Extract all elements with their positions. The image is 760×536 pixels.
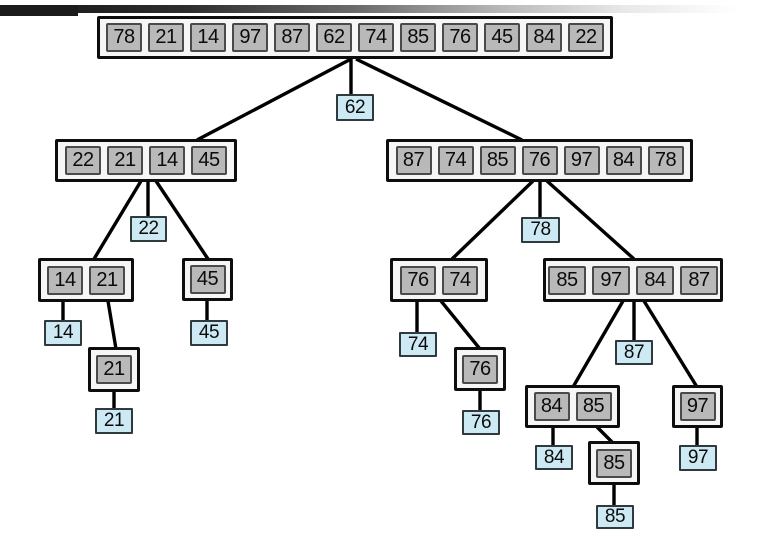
- node-14-21-array: 14 21: [38, 258, 134, 302]
- array-cell: 97: [232, 23, 268, 52]
- pivot-node-84: 84: [535, 445, 573, 470]
- array-cell: 74: [437, 146, 474, 175]
- node-76-array: 76: [454, 347, 506, 391]
- edge-r2b-left: [571, 300, 625, 388]
- node-21-array: 21: [88, 347, 140, 392]
- edge-root-left: [196, 57, 352, 142]
- array-cell: 21: [96, 355, 132, 384]
- node-76-74-array: 76 74: [390, 258, 488, 302]
- array-cell: 85: [479, 146, 516, 175]
- array-cell: 45: [191, 146, 227, 175]
- array-cell: 97: [592, 265, 630, 295]
- edge-r2b-right: [642, 300, 699, 388]
- array-cell: 74: [358, 23, 394, 52]
- array-cell: 22: [568, 23, 604, 52]
- array-cell: 76: [400, 265, 436, 295]
- array-cell: 14: [190, 23, 226, 52]
- array-cell: 45: [484, 23, 520, 52]
- node-85-97-84-87-array: 85 97 84 87: [543, 258, 723, 302]
- edge-r3b-right: [595, 425, 615, 445]
- node-right-array: 87 74 85 76 97 84 78: [386, 139, 693, 182]
- edge-l1-left: [92, 180, 143, 260]
- array-cell: 84: [533, 392, 570, 421]
- node-97-array: 97: [672, 385, 723, 428]
- slide-top-gradient-bar: [0, 5, 760, 13]
- pivot-node-74: 74: [399, 332, 437, 357]
- edge-r2a-right: [439, 299, 482, 351]
- edge-r1-right: [545, 179, 636, 261]
- array-cell: 85: [548, 265, 586, 295]
- array-cell: 78: [647, 146, 684, 175]
- array-cell: 97: [563, 146, 600, 175]
- array-cell: 14: [149, 146, 185, 175]
- node-85-array: 85: [588, 441, 640, 485]
- pivot-node-14: 14: [44, 320, 82, 346]
- array-cell: 85: [575, 392, 612, 421]
- array-cell: 85: [596, 448, 632, 478]
- pivot-node-21: 21: [95, 408, 133, 434]
- node-84-85-array: 84 85: [525, 385, 620, 428]
- array-cell: 21: [148, 23, 184, 52]
- node-root-array: 78 21 14 97 87 62 74 85 76 45 84 22: [97, 16, 613, 59]
- edge-l2a-right: [106, 300, 118, 350]
- array-cell: 45: [189, 265, 226, 294]
- array-cell: 84: [526, 23, 562, 52]
- pivot-node-97: 97: [679, 445, 717, 471]
- pivot-node-45: 45: [190, 320, 228, 346]
- pivot-node-78: 78: [521, 217, 560, 243]
- edge-l1-right: [154, 180, 210, 260]
- array-cell: 21: [107, 146, 143, 175]
- array-cell: 87: [680, 265, 718, 295]
- array-cell: 74: [442, 265, 478, 295]
- node-left-array: 22 21 14 45: [55, 139, 237, 182]
- array-cell: 76: [521, 146, 558, 175]
- pivot-node-85: 85: [596, 505, 634, 529]
- array-cell: 62: [316, 23, 352, 52]
- edge-r1-left: [450, 179, 535, 261]
- array-cell: 21: [89, 265, 125, 295]
- array-cell: 84: [605, 146, 642, 175]
- node-45-array: 45: [182, 258, 233, 301]
- array-cell: 87: [395, 146, 432, 175]
- array-cell: 78: [106, 23, 142, 52]
- pivot-node-76: 76: [462, 410, 500, 435]
- array-cell: 87: [274, 23, 310, 52]
- edge-root-right: [355, 57, 523, 142]
- array-cell: 84: [636, 265, 674, 295]
- array-cell: 14: [47, 265, 83, 295]
- pivot-node-62: 62: [336, 94, 374, 121]
- array-cell: 22: [65, 146, 101, 175]
- array-cell: 76: [442, 23, 478, 52]
- array-cell: 97: [679, 392, 716, 421]
- array-cell: 76: [462, 354, 498, 384]
- pivot-node-87: 87: [615, 340, 653, 365]
- slide-top-bar-left-cap: [0, 5, 78, 16]
- pivot-node-22: 22: [130, 216, 167, 242]
- array-cell: 85: [400, 23, 436, 52]
